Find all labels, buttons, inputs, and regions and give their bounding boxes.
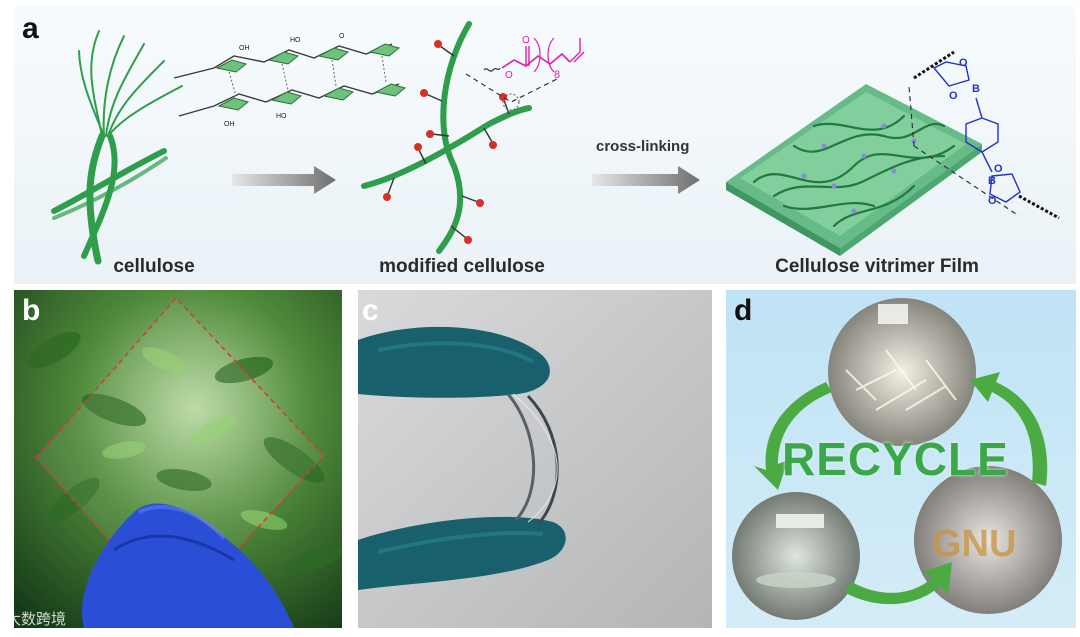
panel-d-recycle-diagram: d RECYCLE GNU (726, 290, 1076, 628)
cellulose-fiber-illustration (51, 30, 183, 265)
arrow-1-icon (232, 166, 336, 194)
svg-text:8: 8 (554, 69, 560, 81)
svg-text:HO: HO (290, 37, 301, 44)
recycled-film-photo (914, 466, 1062, 614)
svg-text:HO: HO (276, 113, 287, 120)
svg-text:OH: OH (239, 45, 250, 52)
svg-text:O: O (522, 35, 530, 46)
recycle-illustration (726, 290, 1076, 628)
svg-text:B: B (988, 175, 996, 187)
svg-text:OH: OH (224, 121, 235, 128)
recycle-arrow-icon (754, 372, 1048, 605)
svg-text:O: O (959, 57, 968, 69)
watermark: 大数跨境 (6, 610, 67, 628)
caption-cellulose: cellulose (113, 256, 195, 277)
flexible-film-photo (358, 290, 712, 628)
boronic-ester-crosslinker: O B O O B O (913, 50, 1060, 220)
dissolution-beaker-photo (732, 492, 860, 620)
arrow-2-icon (592, 166, 700, 194)
svg-text:B: B (972, 83, 980, 95)
alkenyl-ester-structure: O O 8 (483, 35, 585, 81)
curved-transparent-film (506, 393, 559, 523)
gnu-film-text: GNU (932, 523, 1017, 565)
cross-linking-label: cross-linking (596, 138, 690, 155)
panel-c-label: c (362, 294, 379, 327)
svg-text:O: O (988, 195, 997, 207)
blue-glove (82, 503, 294, 628)
svg-text:O: O (949, 90, 958, 102)
glucose-chain-bottom: OH HO (178, 55, 407, 128)
panel-b-label: b (22, 294, 41, 327)
foliage-photo (14, 290, 342, 628)
lower-glove-finger (358, 516, 566, 590)
film-outline (34, 296, 326, 618)
caption-modified-cellulose: modified cellulose (379, 256, 545, 277)
panel-a-schematic: OH HO O OH HO (14, 6, 1076, 284)
panel-b-photo-film-leaves: b (14, 290, 342, 628)
upper-glove-finger (358, 326, 550, 398)
panel-c-photo-bent-film: c (358, 290, 712, 628)
recycle-heading: RECYCLE (782, 433, 1009, 485)
svg-text:O: O (339, 33, 345, 40)
caption-vitrimer-film: Cellulose vitrimer Film (775, 256, 979, 277)
vitrimer-film-illustration (726, 84, 1020, 256)
panel-a-label: a (22, 12, 39, 45)
glucose-chain-top: OH HO O (173, 33, 401, 79)
svg-text:O: O (994, 163, 1003, 175)
svg-text:O: O (505, 70, 513, 81)
schematic-drawing: OH HO O OH HO (51, 21, 1060, 265)
panel-d-label: d (734, 294, 753, 327)
shredded-film-photo (828, 298, 976, 446)
modified-cellulose-illustration (361, 21, 560, 254)
